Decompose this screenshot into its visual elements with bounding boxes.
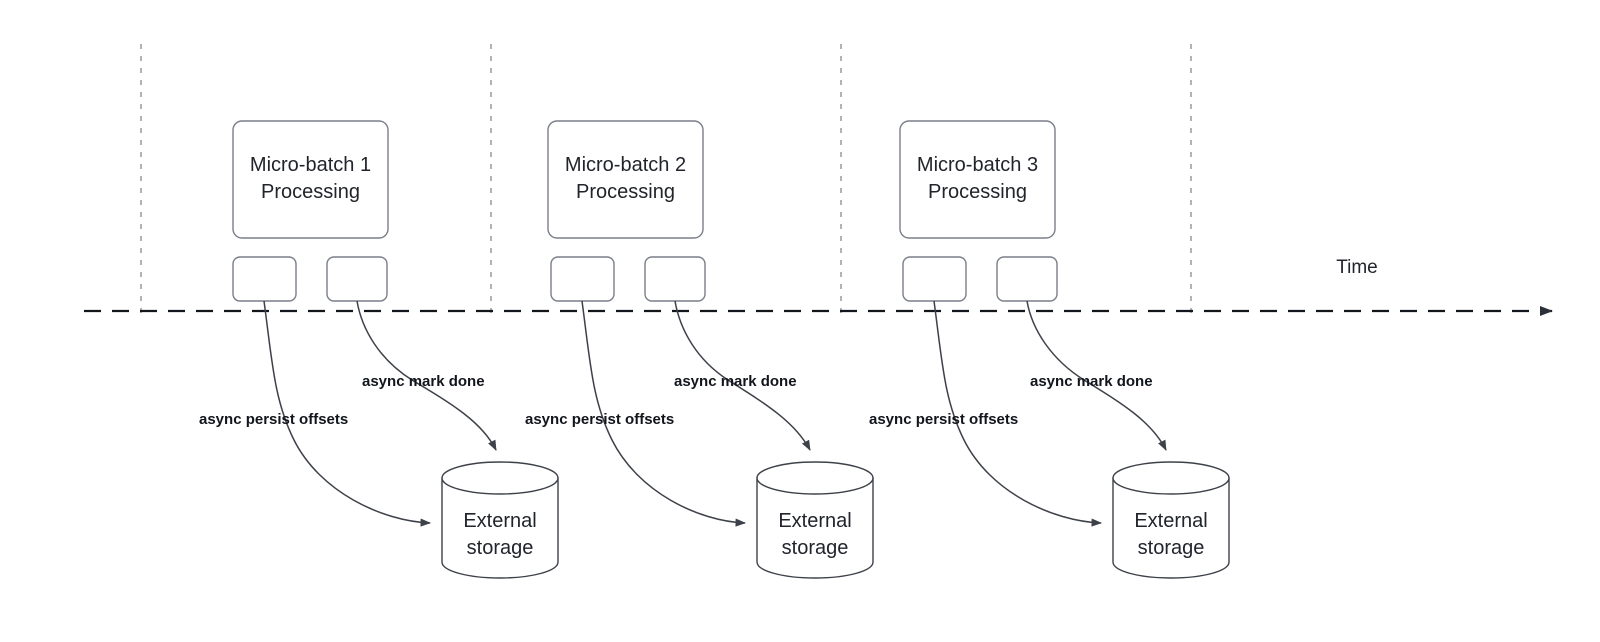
mark-done-edge-1 [356, 300, 497, 451]
persist-offsets-task-box-1[interactable] [232, 256, 297, 302]
processing-box-2-label-line1: Micro-batch 2 [565, 154, 686, 176]
processing-box-3-label-line1: Micro-batch 3 [917, 154, 1038, 176]
processing-box-3[interactable] [899, 120, 1056, 239]
time-axis-label: Time [1336, 257, 1378, 278]
external-storage-1-label-line1: External [463, 510, 536, 532]
time-axis-group: Time [84, 257, 1553, 316]
mark-done-edge-2 [674, 300, 811, 451]
mark-done-edge-3-label: async mark done [1030, 373, 1153, 390]
processing-box-1-label-line1: Micro-batch 1 [250, 154, 371, 176]
processing-box-2-label-line2: Processing [576, 181, 675, 203]
persist-offsets-edge-3-label: async persist offsets [869, 411, 1018, 428]
mark-done-task-box-1[interactable] [326, 256, 388, 302]
external-storage-cylinder-2[interactable] [756, 461, 874, 579]
external-storage-3-label-line1: External [1134, 510, 1207, 532]
mark-done-edge-2-label: async mark done [674, 373, 797, 390]
mark-done-edge-3 [1026, 300, 1167, 451]
processing-box-1[interactable] [232, 120, 389, 239]
persist-offsets-edge-1 [263, 300, 431, 527]
processing-box-1-label-line2: Processing [261, 181, 360, 203]
external-storage-cylinder-1[interactable] [441, 461, 559, 579]
external-storage-2-label-line2: storage [782, 537, 849, 559]
micro-batch-group-2: Micro-batch 2 Processing async persist o… [525, 120, 874, 579]
micro-batch-group-1: Micro-batch 1 Processing async persist o… [199, 120, 559, 579]
mark-done-task-box-3[interactable] [996, 256, 1058, 302]
persist-offsets-edge-2-label: async persist offsets [525, 411, 674, 428]
external-storage-1-label-line2: storage [467, 537, 534, 559]
mark-done-edge-1-label: async mark done [362, 373, 485, 390]
external-storage-2-label-line1: External [778, 510, 851, 532]
external-storage-cylinder-3[interactable] [1112, 461, 1230, 579]
persist-offsets-task-box-2[interactable] [550, 256, 615, 302]
processing-box-2[interactable] [547, 120, 704, 239]
persist-offsets-task-box-3[interactable] [902, 256, 967, 302]
micro-batch-group-3: Micro-batch 3 Processing async persist o… [869, 120, 1230, 579]
external-storage-3-label-line2: storage [1138, 537, 1205, 559]
persist-offsets-edge-1-label: async persist offsets [199, 411, 348, 428]
persist-offsets-edge-2 [581, 300, 746, 527]
persist-offsets-edge-3 [933, 300, 1102, 527]
tick-lines-group [140, 44, 1192, 320]
mark-done-task-box-2[interactable] [644, 256, 706, 302]
processing-box-3-label-line2: Processing [928, 181, 1027, 203]
